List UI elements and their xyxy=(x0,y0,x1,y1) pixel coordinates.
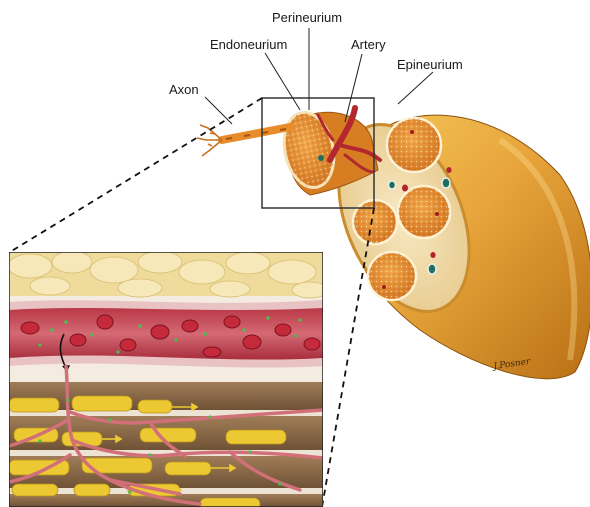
axon-terminal xyxy=(197,125,222,156)
fascicle xyxy=(353,200,397,244)
microvasculature-inset xyxy=(8,251,328,507)
artery-label: Artery xyxy=(351,37,386,52)
fascicle xyxy=(387,118,441,172)
endoneurium-label: Endoneurium xyxy=(210,37,287,52)
blood-vessel xyxy=(9,300,323,372)
adipose-layer xyxy=(8,251,328,298)
epineurium-label: Epineurium xyxy=(397,57,463,72)
axon-label: Axon xyxy=(169,82,199,97)
fascicle xyxy=(368,252,416,300)
fascicle xyxy=(398,186,450,238)
perineurium-label: Perineurium xyxy=(272,10,342,25)
